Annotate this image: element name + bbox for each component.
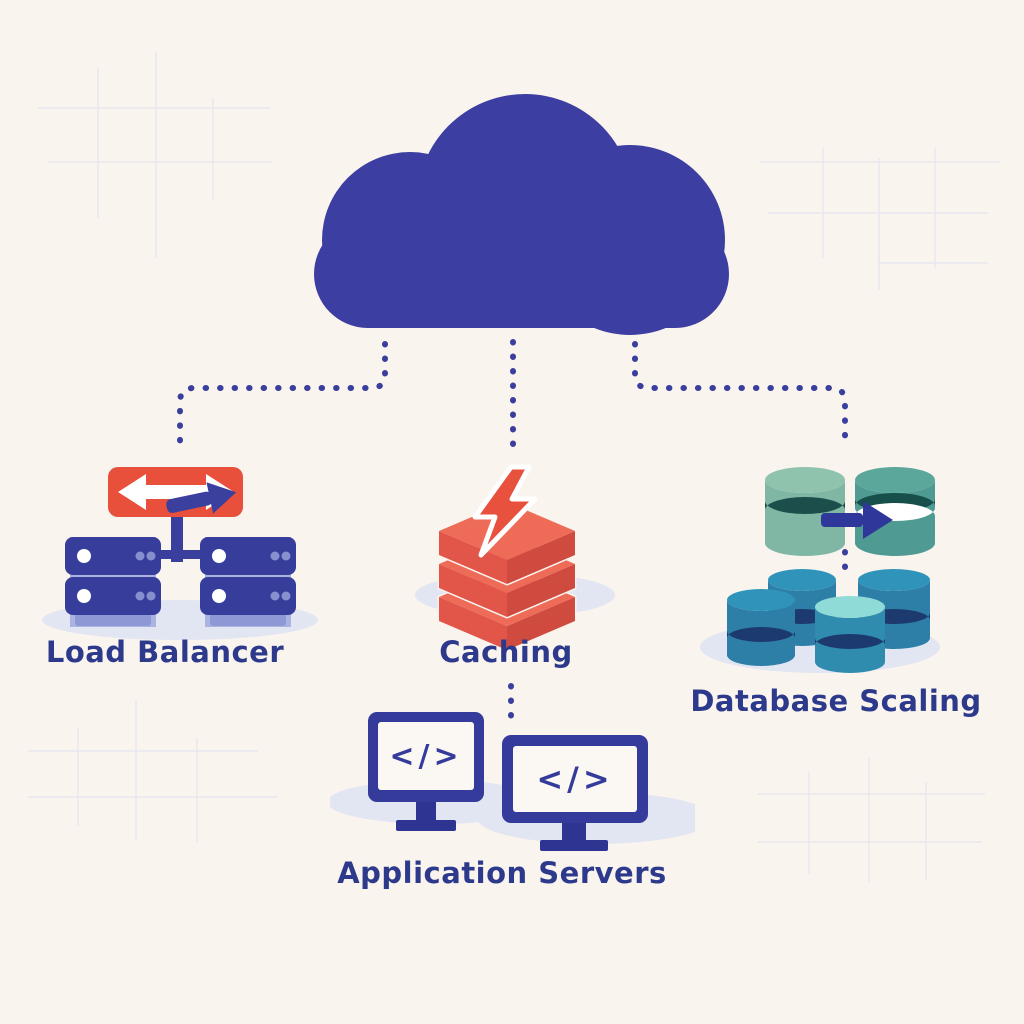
db-node-front-left <box>727 589 795 666</box>
double-arrow-icon <box>118 474 234 510</box>
code-monitors-icon: </> </> <box>330 712 695 851</box>
database-cluster-icon <box>700 467 940 673</box>
caching-label: Caching <box>439 635 573 669</box>
route-arrow-icon <box>166 482 237 514</box>
db-replica-left <box>765 467 845 556</box>
db-replica-right <box>855 467 935 556</box>
cloud-icon <box>314 94 729 335</box>
monitor-right: </> <box>502 735 648 851</box>
database-scaling-label: Database Scaling <box>690 684 982 718</box>
monitor-left: </> <box>368 712 484 831</box>
connector-cloud-to-database <box>632 341 848 443</box>
replication-arrow-icon <box>821 501 893 539</box>
application-servers-label: Application Servers <box>337 856 667 890</box>
load-balancer-label: Load Balancer <box>45 635 285 669</box>
code-glyph-right: </> <box>536 760 613 798</box>
lightning-bolt-icon <box>472 464 538 558</box>
load-balancer-icon <box>42 467 318 640</box>
server-link-bar <box>155 550 205 559</box>
code-glyph-left: </> <box>389 739 462 774</box>
connector-cloud-to-load-balancer <box>177 341 388 453</box>
server-stack-right <box>200 537 296 627</box>
cache-stack-icon <box>415 464 615 652</box>
server-stack-left <box>65 537 161 627</box>
db-node-front-center <box>815 596 885 673</box>
